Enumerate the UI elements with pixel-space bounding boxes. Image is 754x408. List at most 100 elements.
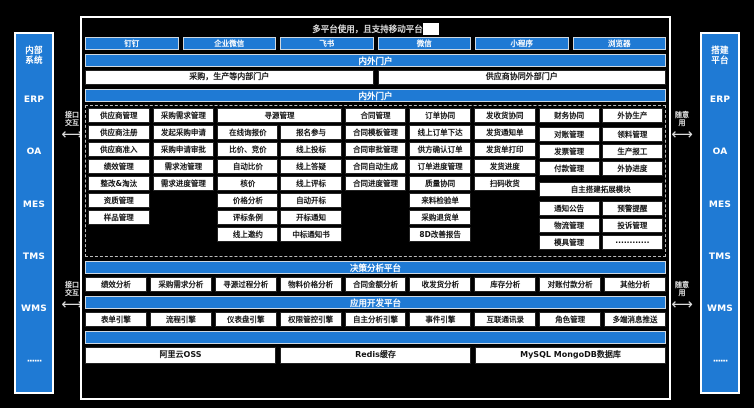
module-item[interactable]: 资质管理 — [88, 193, 150, 208]
module-item[interactable]: 中标通知书 — [280, 227, 342, 242]
rail-left-item-tms[interactable]: TMS — [22, 251, 46, 262]
tab-feishu[interactable]: 飞书 — [280, 37, 374, 50]
appdev-item[interactable]: 仪表盘引擎 — [214, 312, 277, 327]
rail-left-item-oa[interactable]: OA — [26, 147, 42, 158]
module-item[interactable]: 评标条例 — [217, 210, 279, 225]
module-item[interactable]: 报名参与 — [280, 125, 342, 140]
module-item[interactable]: 采购退货单 — [409, 210, 471, 225]
module-item[interactable]: 线上订单下达 — [409, 125, 471, 140]
decision-item[interactable]: 合同金额分析 — [344, 277, 407, 292]
tab-dingtalk[interactable]: 钉钉 — [85, 37, 179, 50]
appdev-item[interactable]: 多端消息推送 — [604, 312, 667, 327]
module-item[interactable]: 线上评标 — [280, 176, 342, 191]
module-item[interactable]: 来料检验单 — [409, 193, 471, 208]
appdev-item[interactable]: 自主分析引擎 — [344, 312, 407, 327]
module-item[interactable]: 需求进度管理 — [152, 176, 215, 191]
module-item[interactable]: 线上邀约 — [217, 227, 279, 242]
tab-wecom[interactable]: 企业微信 — [182, 37, 276, 50]
column-title-contract[interactable]: 合同管理 — [344, 108, 407, 123]
module-item[interactable]: 供应商注册 — [88, 125, 150, 140]
module-item[interactable]: 发货进度 — [473, 159, 536, 174]
module-item[interactable]: 合同进度管理 — [344, 176, 407, 191]
infra-item-oss[interactable]: 阿里云OSS — [85, 347, 276, 364]
decision-item[interactable]: 采购需求分析 — [149, 277, 212, 292]
module-item[interactable]: 扫码收货 — [473, 176, 536, 191]
appdev-item[interactable]: 事件引擎 — [409, 312, 472, 327]
module-item[interactable]: 采购申请审批 — [152, 142, 215, 157]
module-item[interactable]: 付款管理 — [538, 161, 600, 176]
rail-right-item-tms[interactable]: TMS — [708, 251, 732, 262]
rail-right-item-mes[interactable]: MES — [708, 199, 732, 210]
column-title-delivery[interactable]: 发收货协同 — [473, 108, 536, 123]
module-item[interactable]: 核价 — [217, 176, 279, 191]
column-title-supplier[interactable]: 供应商管理 — [88, 108, 150, 123]
infra-item-redis[interactable]: Redis缓存 — [280, 347, 471, 364]
module-item[interactable]: 供应商准入 — [88, 142, 150, 157]
rail-right-item-wms[interactable]: WMS — [707, 304, 733, 315]
module-item[interactable]: 线上投标 — [280, 142, 342, 157]
column-title-finance[interactable]: 财务协同 — [538, 108, 600, 123]
module-item[interactable]: 供方确认订单 — [409, 142, 471, 157]
decision-item[interactable]: 对账付款分析 — [539, 277, 602, 292]
module-item[interactable]: 对账管理 — [538, 127, 600, 142]
rail-left-item-mes[interactable]: MES — [22, 199, 46, 210]
module-item[interactable]: 质量协同 — [409, 176, 471, 191]
rail-left-item-erp[interactable]: ERP — [23, 94, 45, 105]
decision-item[interactable]: 库存分析 — [474, 277, 537, 292]
module-item[interactable]: ············ — [601, 235, 663, 250]
decision-item[interactable]: 寻源过程分析 — [214, 277, 277, 292]
module-item[interactable]: 发起采购申请 — [152, 125, 215, 140]
module-item[interactable]: 自动比价 — [217, 159, 279, 174]
module-item[interactable]: 8D改善报告 — [409, 227, 471, 242]
module-item[interactable]: 发票管理 — [538, 144, 600, 159]
decision-item[interactable]: 其他分析 — [604, 277, 667, 292]
infra-item-database[interactable]: MySQL MongoDB数据库 — [475, 347, 666, 364]
extend-module-title[interactable]: 自主搭建拓展模块 — [538, 182, 663, 197]
module-item[interactable]: 自动开标 — [280, 193, 342, 208]
appdev-item[interactable]: 角色管理 — [539, 312, 602, 327]
appdev-item[interactable]: 表单引擎 — [85, 312, 147, 327]
module-item[interactable]: 样品管理 — [88, 210, 150, 225]
module-item[interactable]: 开标通知 — [280, 210, 342, 225]
module-item[interactable]: 发货单打印 — [473, 142, 536, 157]
module-item[interactable]: 合同模板管理 — [344, 125, 407, 140]
double-arrow-icon: ⟷ — [671, 295, 693, 314]
column-title-order[interactable]: 订单协同 — [409, 108, 471, 123]
module-item[interactable]: 在线询报价 — [217, 125, 279, 140]
module-item[interactable]: 绩效管理 — [88, 159, 150, 174]
module-item[interactable]: 领料管理 — [601, 127, 663, 142]
module-item[interactable]: 发货通知单 — [473, 125, 536, 140]
module-item[interactable]: 模具管理 — [538, 235, 600, 250]
module-item[interactable]: 合同审批管理 — [344, 142, 407, 157]
module-item[interactable]: 生产报工 — [601, 144, 663, 159]
column-title-sourcing[interactable]: 寻源管理 — [217, 108, 342, 123]
module-item[interactable]: 订单进度管理 — [409, 159, 471, 174]
module-item[interactable]: 线上答疑 — [280, 159, 342, 174]
decision-item[interactable]: 收发货分析 — [409, 277, 472, 292]
portal-external[interactable]: 供应商协同外部门户 — [377, 70, 666, 85]
column-title-demand[interactable]: 采购需求管理 — [152, 108, 215, 123]
column-title-outsourcing[interactable]: 外协生产 — [601, 108, 663, 123]
tab-browser[interactable]: 浏览器 — [572, 37, 666, 50]
tab-wechat[interactable]: 微信 — [377, 37, 471, 50]
decision-item[interactable]: 物料价格分析 — [279, 277, 342, 292]
module-item[interactable]: 通知公告 — [538, 201, 600, 216]
module-item[interactable]: 投诉管理 — [601, 218, 663, 233]
module-item[interactable]: 整改&淘汰 — [88, 176, 150, 191]
module-item[interactable]: 需求池管理 — [152, 159, 215, 174]
appdev-item[interactable]: 互联通讯录 — [474, 312, 537, 327]
portal-internal[interactable]: 采购，生产等内部门户 — [85, 70, 374, 85]
tab-miniprogram[interactable]: 小程序 — [475, 37, 569, 50]
module-item[interactable]: 物流管理 — [538, 218, 600, 233]
appdev-item[interactable]: 权限管控引擎 — [279, 312, 342, 327]
module-item[interactable]: 外协进度 — [601, 161, 663, 176]
module-item[interactable]: 价格分析 — [217, 193, 279, 208]
module-item[interactable]: 比价、竞价 — [217, 142, 279, 157]
rail-right-item-erp[interactable]: ERP — [709, 94, 731, 105]
rail-left-item-wms[interactable]: WMS — [21, 304, 47, 315]
decision-item[interactable]: 绩效分析 — [85, 277, 147, 292]
module-item[interactable]: 预警提醒 — [601, 201, 663, 216]
appdev-item[interactable]: 流程引擎 — [149, 312, 212, 327]
module-item[interactable]: 合同自动生成 — [344, 159, 407, 174]
rail-right-item-oa[interactable]: OA — [712, 147, 728, 158]
